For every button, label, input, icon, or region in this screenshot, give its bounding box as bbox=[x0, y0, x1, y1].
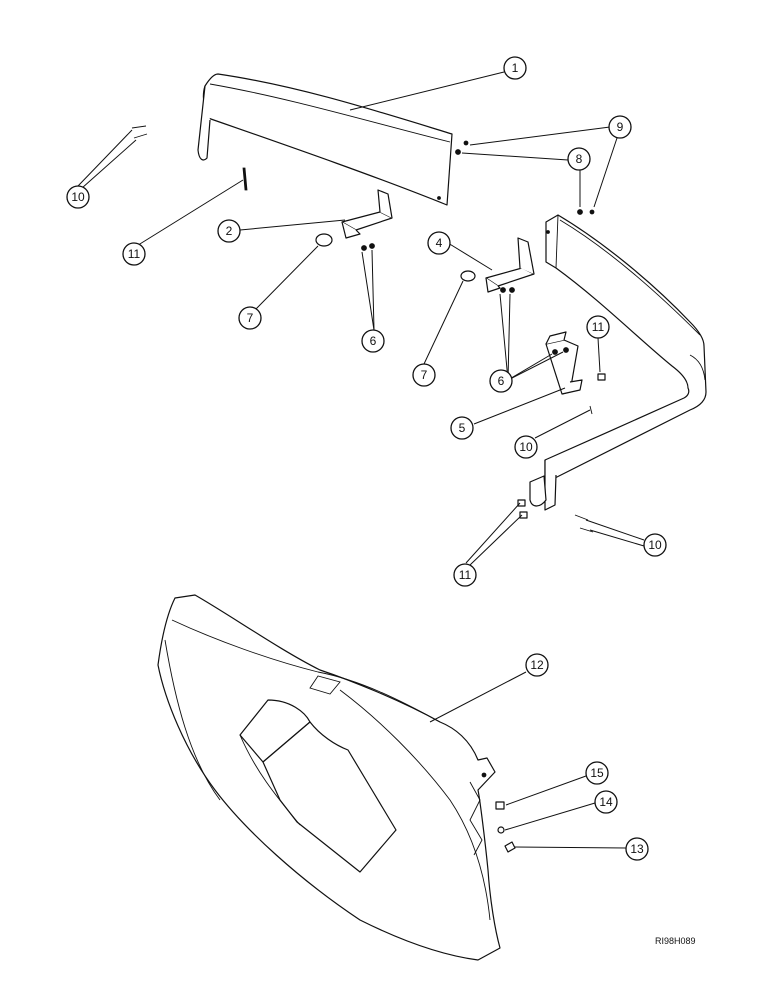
callout-label: 6 bbox=[370, 334, 377, 348]
hardware bbox=[131, 125, 606, 853]
callout-label: 14 bbox=[599, 795, 613, 809]
callout-11a: 11 bbox=[122, 242, 146, 266]
fender-panel-right bbox=[529, 214, 707, 511]
callout-10a: 10 bbox=[66, 185, 90, 209]
callout-label: 13 bbox=[630, 842, 644, 856]
callout-14: 14 bbox=[594, 790, 618, 814]
bracket-4 bbox=[485, 237, 535, 293]
callout-11b: 11 bbox=[586, 315, 610, 339]
callout-8: 8 bbox=[567, 147, 591, 171]
leader-lines bbox=[77, 71, 645, 849]
callout-label: 15 bbox=[590, 766, 604, 780]
callout-label: 7 bbox=[247, 311, 254, 325]
callout-9: 9 bbox=[608, 115, 632, 139]
callout-label: 9 bbox=[617, 120, 624, 134]
callout-label: 6 bbox=[498, 374, 505, 388]
callout-11c: 11 bbox=[453, 563, 477, 587]
callout-15: 15 bbox=[585, 761, 609, 785]
callout-label: 10 bbox=[648, 538, 662, 552]
callout-label: 11 bbox=[459, 568, 472, 582]
callout-6b: 6 bbox=[489, 369, 513, 393]
callout-label: 7 bbox=[421, 368, 428, 382]
callout-5: 5 bbox=[450, 416, 474, 440]
callout-2: 2 bbox=[217, 219, 241, 243]
callout-label: 5 bbox=[459, 421, 466, 435]
callout-10c: 10 bbox=[643, 533, 667, 557]
fender-panel-upper bbox=[197, 73, 453, 206]
bracket-2 bbox=[341, 189, 393, 239]
callout-label: 10 bbox=[519, 440, 533, 454]
callout-label: 12 bbox=[530, 658, 544, 672]
callout-label: 10 bbox=[71, 190, 85, 204]
callout-label: 4 bbox=[436, 236, 443, 250]
bracket-5 bbox=[545, 331, 583, 395]
callout-4: 4 bbox=[427, 231, 451, 255]
callout-label: 8 bbox=[576, 152, 583, 166]
callout-6a: 6 bbox=[361, 329, 385, 353]
callout-label: 11 bbox=[592, 320, 605, 334]
callout-7b: 7 bbox=[412, 363, 436, 387]
callout-13: 13 bbox=[625, 837, 649, 861]
fender-lower-assembly bbox=[157, 594, 501, 961]
callout-1: 1 bbox=[503, 56, 527, 80]
callout-7a: 7 bbox=[238, 306, 262, 330]
callout-label: 1 bbox=[512, 61, 519, 75]
callout-10b: 10 bbox=[514, 435, 538, 459]
callout-label: 11 bbox=[128, 247, 141, 261]
callout-label: 2 bbox=[226, 224, 233, 238]
callout-12: 12 bbox=[525, 653, 549, 677]
reference-code: RI98H089 bbox=[655, 936, 696, 946]
